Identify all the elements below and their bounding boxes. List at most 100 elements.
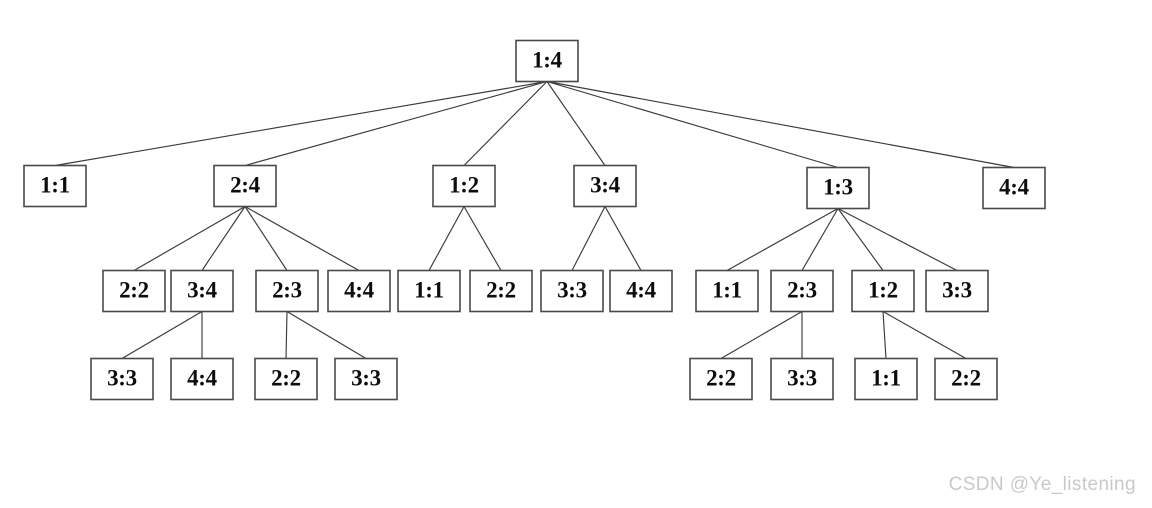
tree-node[interactable]: 3:4 bbox=[573, 164, 637, 208]
tree-node-box bbox=[770, 269, 834, 313]
tree-edge bbox=[463, 206, 502, 271]
tree-node[interactable]: 4:4 bbox=[609, 269, 673, 313]
tree-node[interactable]: 2:3 bbox=[255, 269, 319, 313]
tree-node-box bbox=[770, 357, 834, 401]
tree-node[interactable]: 2:2 bbox=[689, 357, 753, 401]
tree-node-label: 4:4 bbox=[626, 277, 657, 302]
tree-node[interactable]: 2:3 bbox=[770, 269, 834, 313]
tree-node-label: 4:4 bbox=[344, 277, 375, 302]
tree-node-box bbox=[90, 357, 154, 401]
tree-node-box bbox=[925, 269, 989, 313]
tree-node[interactable]: 3:4 bbox=[170, 269, 234, 313]
tree-node-box bbox=[573, 164, 637, 208]
tree-node-box bbox=[213, 164, 277, 208]
tree-node[interactable]: 3:3 bbox=[90, 357, 154, 401]
tree-node[interactable]: 1:1 bbox=[854, 357, 918, 401]
tree-node-label: 2:3 bbox=[272, 277, 302, 302]
tree-node-box bbox=[515, 39, 579, 83]
tree-node-label: 2:2 bbox=[486, 277, 516, 302]
tree-edge bbox=[837, 208, 884, 271]
tree-node-label: 1:1 bbox=[414, 277, 444, 302]
tree-node-label: 2:2 bbox=[271, 365, 301, 390]
tree-node-box bbox=[540, 269, 604, 313]
tree-node-box bbox=[23, 164, 87, 208]
tree-node[interactable]: 3:3 bbox=[925, 269, 989, 313]
tree-node-label: 1:2 bbox=[868, 277, 898, 302]
tree-node-box bbox=[609, 269, 673, 313]
tree-node-label: 2:2 bbox=[706, 365, 736, 390]
tree-edge bbox=[604, 206, 642, 271]
tree-node-box bbox=[170, 269, 234, 313]
tree-node-label: 3:3 bbox=[942, 277, 972, 302]
tree-node-box bbox=[982, 166, 1046, 210]
tree-node-label: 3:3 bbox=[107, 365, 137, 390]
tree-edge bbox=[801, 208, 839, 271]
tree-node[interactable]: 1:1 bbox=[23, 164, 87, 208]
tree-node-label: 4:4 bbox=[187, 365, 218, 390]
tree-edge bbox=[244, 205, 360, 272]
tree-node-label: 1:1 bbox=[871, 365, 901, 390]
tree-node-label: 4:4 bbox=[999, 174, 1030, 199]
tree-node-label: 1:1 bbox=[712, 277, 742, 302]
tree-node[interactable]: 1:1 bbox=[397, 269, 461, 313]
tree-node-label: 1:2 bbox=[449, 172, 479, 197]
tree-edge bbox=[720, 311, 803, 359]
tree-node[interactable]: 3:3 bbox=[770, 357, 834, 401]
tree-node-label: 1:3 bbox=[823, 174, 853, 199]
tree-edge bbox=[133, 206, 246, 271]
tree-node-box bbox=[170, 357, 234, 401]
tree-edge bbox=[546, 80, 839, 169]
tree-edge bbox=[285, 311, 288, 359]
tree-node[interactable]: 2:2 bbox=[102, 269, 166, 313]
tree-node-label: 2:3 bbox=[787, 277, 817, 302]
tree-node[interactable]: 1:4 bbox=[515, 39, 579, 83]
tree-node-label: 3:3 bbox=[351, 365, 381, 390]
node-layer: 1:4 1:1 2:4 1:2 3:4 1:3 4:4 2:2 3:4 2:3 4:4 1:1 2:2 3… bbox=[23, 39, 1046, 401]
tree-edge bbox=[54, 80, 548, 167]
tree-node[interactable]: 2:4 bbox=[213, 164, 277, 208]
tree-node[interactable]: 2:2 bbox=[254, 357, 318, 401]
edge-layer bbox=[54, 80, 1015, 360]
tree-edge bbox=[121, 311, 203, 359]
tree-node-box bbox=[102, 269, 166, 313]
tree-edge bbox=[571, 206, 606, 271]
tree-node-box bbox=[854, 357, 918, 401]
tree-node[interactable]: 1:2 bbox=[851, 269, 915, 313]
tree-edge bbox=[463, 81, 548, 166]
watermark-text: CSDN @Ye_listening bbox=[948, 474, 1136, 495]
tree-node-box bbox=[432, 164, 496, 208]
tree-node-label: 2:2 bbox=[119, 277, 149, 302]
tree-node-label: 3:3 bbox=[557, 277, 587, 302]
tree-node-label: 3:4 bbox=[590, 172, 621, 197]
tree-node-box bbox=[469, 269, 533, 313]
tree-node[interactable]: 4:4 bbox=[327, 269, 391, 313]
tree-node-box bbox=[254, 357, 318, 401]
tree-node-box bbox=[689, 357, 753, 401]
tree-edge bbox=[546, 81, 606, 166]
tree-node-label: 3:4 bbox=[187, 277, 218, 302]
tree-node-box bbox=[397, 269, 461, 313]
tree-node-label: 2:4 bbox=[230, 172, 261, 197]
tree-edge bbox=[244, 80, 548, 167]
tree-node[interactable]: 3:3 bbox=[334, 357, 398, 401]
tree-node[interactable]: 2:2 bbox=[469, 269, 533, 313]
tree-edge bbox=[837, 207, 958, 272]
tree-node[interactable]: 2:2 bbox=[934, 357, 998, 401]
tree-node-box bbox=[695, 269, 759, 313]
tree-node-box bbox=[806, 166, 870, 210]
tree-node[interactable]: 3:3 bbox=[540, 269, 604, 313]
tree-node[interactable]: 1:1 bbox=[695, 269, 759, 313]
tree-node[interactable]: 1:3 bbox=[806, 166, 870, 210]
tree-edge bbox=[286, 311, 367, 359]
tree-node-label: 2:2 bbox=[951, 365, 981, 390]
tree-edge bbox=[726, 207, 839, 272]
tree-node[interactable]: 4:4 bbox=[982, 166, 1046, 210]
tree-node[interactable]: 1:2 bbox=[432, 164, 496, 208]
tree-node[interactable]: 4:4 bbox=[170, 357, 234, 401]
tree-edge bbox=[201, 206, 246, 271]
tree-node-label: 1:1 bbox=[40, 172, 70, 197]
tree-node-label: 3:3 bbox=[787, 365, 817, 390]
tree-node-box bbox=[934, 357, 998, 401]
